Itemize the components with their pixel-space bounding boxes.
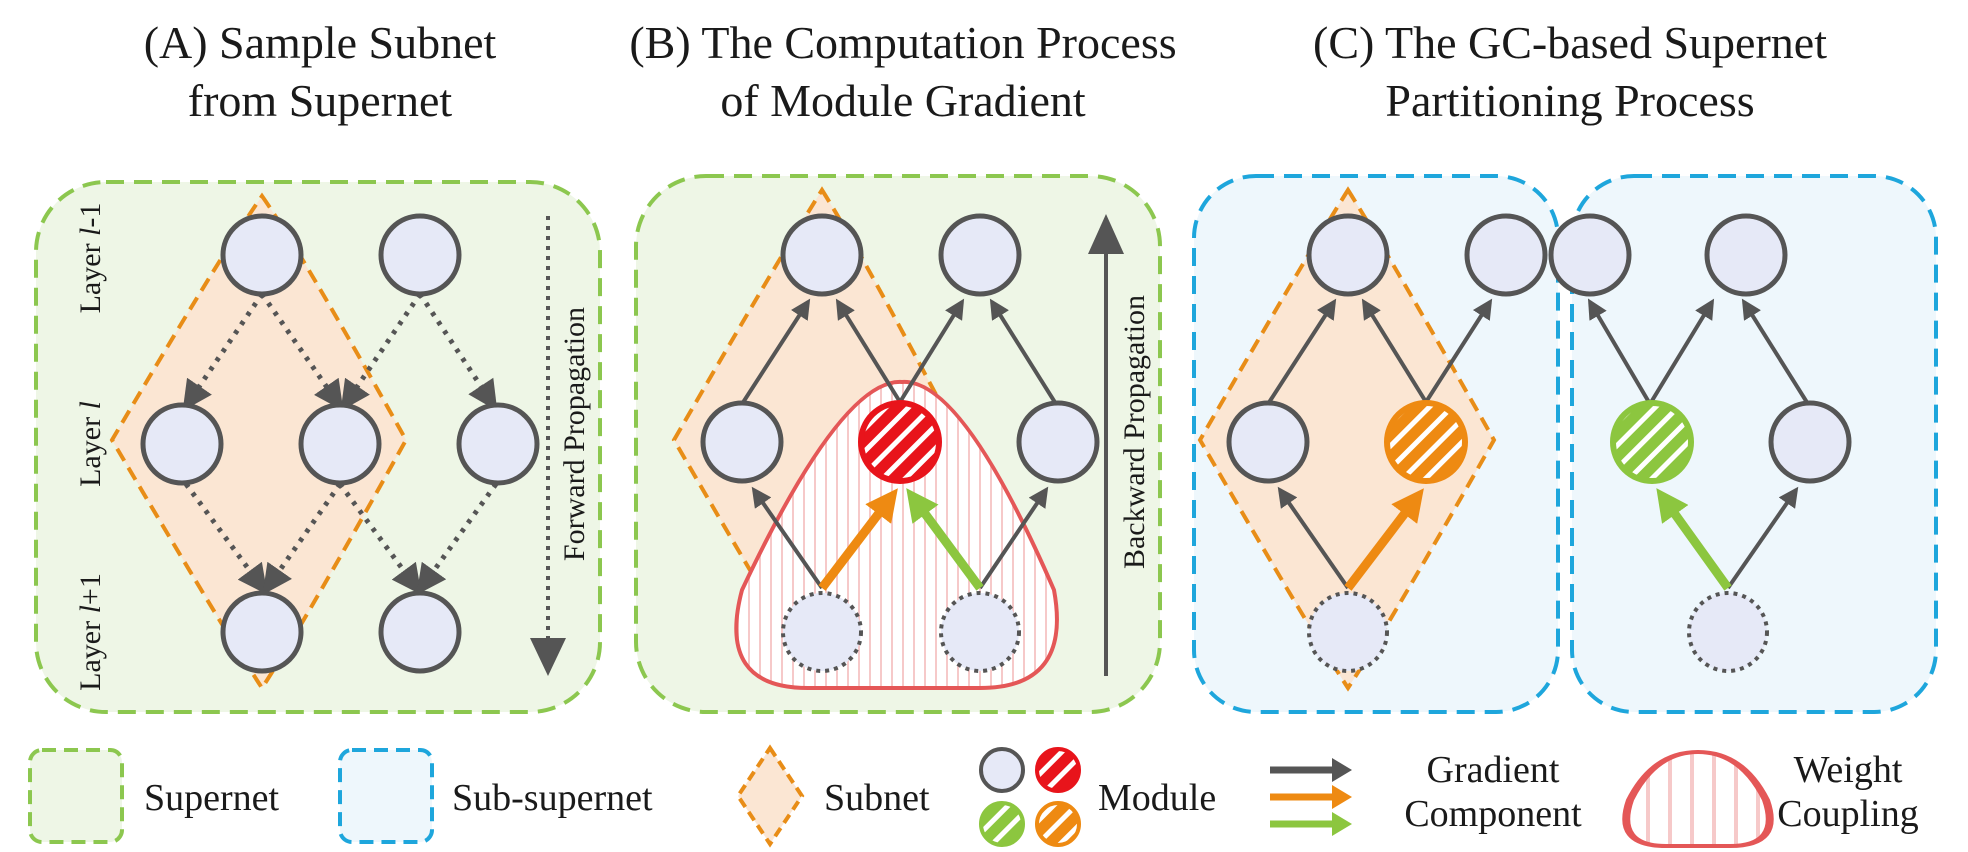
panel-a: Layer l-1 Layer l Layer l+1 Forward Prop…	[34, 180, 602, 714]
legend-supernet-swatch	[28, 748, 124, 844]
panel-b: Backward Propagation	[634, 174, 1162, 714]
legend-module-green	[979, 801, 1025, 847]
orange-gradient-arrow-c	[1344, 488, 1424, 591]
panel-c	[1192, 174, 1938, 714]
forward-arrow-head	[530, 638, 566, 676]
legend-coupling-label: Weight Coupling	[1758, 748, 1938, 836]
module-node-dashed	[1307, 591, 1389, 673]
green-gradient-arrow-c	[1656, 488, 1732, 591]
title-b-line1: (B) The Computation Process	[629, 17, 1177, 68]
legend-arrow-gray-head	[1332, 758, 1352, 782]
backward-propagation-label: Backward Propagation	[1118, 295, 1151, 569]
title-a-line2: from Supernet	[187, 75, 453, 126]
layer-var: l	[74, 228, 107, 236]
module-node	[1464, 213, 1548, 297]
module-node	[456, 402, 540, 486]
legend-coupling-line1: Weight	[1793, 749, 1903, 791]
title-c-line1: (C) The GC-based Supernet	[1313, 17, 1827, 68]
legend-module-red	[1035, 747, 1081, 793]
module-node	[1016, 400, 1100, 484]
legend-module-plain	[979, 747, 1025, 793]
red-module-node	[858, 400, 942, 484]
module-node	[700, 400, 784, 484]
legend-module-label: Module	[1098, 777, 1217, 819]
module-node	[1768, 400, 1852, 484]
legend-gradient-label: Gradient Component	[1378, 748, 1608, 836]
green-gradient-arrow-b	[906, 488, 984, 591]
legend-subnet-swatch	[735, 744, 805, 848]
title-a-line1: (A) Sample Subnet	[143, 17, 497, 68]
legend	[28, 744, 1774, 848]
module-node	[780, 213, 864, 297]
legend-arrow-green-head	[1332, 812, 1352, 836]
legend-module-orange	[1035, 801, 1081, 847]
layer-word: Layer	[74, 621, 107, 691]
title-b-line2: of Module Gradient	[720, 75, 1086, 126]
forward-propagation-label: Forward Propagation	[558, 307, 591, 561]
gradient-edges-b	[740, 298, 1058, 590]
backward-arrow-head	[1088, 214, 1124, 254]
title-b: (B) The Computation Process of Module Gr…	[578, 14, 1228, 130]
module-node	[220, 590, 304, 674]
orange-gradient-arrow-b	[818, 488, 898, 591]
module-node-dashed	[939, 591, 1021, 673]
subnet-shape-a	[109, 192, 409, 692]
module-node	[1306, 213, 1390, 297]
module-node	[1704, 213, 1788, 297]
layer-label-mid: Layer l	[74, 401, 107, 487]
module-node	[298, 402, 382, 486]
module-node	[378, 590, 462, 674]
module-node	[938, 213, 1022, 297]
green-module-node	[1610, 400, 1694, 484]
title-c-line2: Partitioning Process	[1385, 75, 1755, 126]
layer-label-bottom: Layer l+1	[74, 573, 107, 691]
layer-minus: -1	[74, 203, 107, 228]
subnet-shape-c	[1197, 186, 1497, 692]
layer-label-top: Layer l-1	[74, 203, 107, 314]
module-node	[378, 213, 462, 297]
legend-supernet-label: Supernet	[144, 777, 280, 819]
legend-coupling-swatch	[1622, 749, 1774, 848]
title-c: (C) The GC-based Supernet Partitioning P…	[1250, 14, 1890, 130]
gradient-edges-c	[1266, 298, 1810, 590]
legend-sub-supernet-label: Sub-supernet	[452, 777, 653, 819]
module-node	[140, 402, 224, 486]
layer-plus: +1	[74, 573, 107, 605]
legend-sub-supernet-swatch	[338, 748, 434, 844]
legend-gradient-line2: Component	[1404, 793, 1582, 835]
layer-var: l	[74, 605, 107, 613]
layer-word: Layer	[74, 417, 107, 487]
sub-supernet-box-right	[1570, 174, 1938, 714]
legend-coupling-line2: Coupling	[1777, 793, 1919, 835]
legend-subnet-label: Subnet	[824, 777, 930, 819]
legend-gradient-line1: Gradient	[1426, 749, 1560, 791]
layer-var: l	[74, 401, 107, 409]
forward-edges	[182, 292, 499, 595]
legend-arrow-orange-head	[1332, 785, 1352, 809]
orange-module-node	[1384, 400, 1468, 484]
module-node-dashed	[1687, 591, 1769, 673]
module-node	[1226, 400, 1310, 484]
layer-word: Layer	[74, 243, 107, 313]
module-node	[220, 213, 304, 297]
module-node-dashed	[781, 591, 863, 673]
title-a: (A) Sample Subnet from Supernet	[70, 14, 570, 130]
module-node	[1548, 213, 1632, 297]
